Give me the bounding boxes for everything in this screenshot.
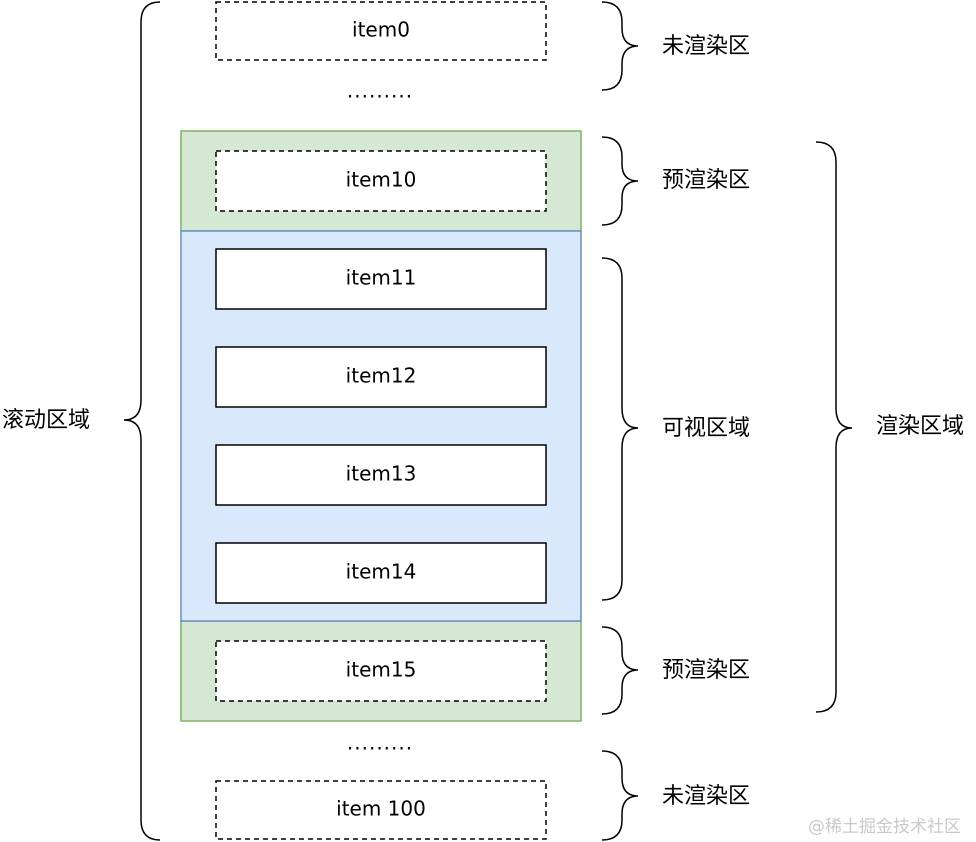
ellipsis-bottom: ......... [347,731,413,755]
item-label: item13 [346,462,417,486]
item-box-item12: item12 [215,346,547,408]
item-box-item11: item11 [215,248,547,310]
ellipsis-top: ......... [347,79,413,103]
brace-prerender-bottom [601,626,639,715]
item-box-item15: item15 [215,640,547,702]
item-label: item 100 [336,797,426,821]
watermark: @稀土掘金技术社区 [808,817,961,837]
label-render-area: 渲染区域 [876,414,964,439]
brace-scroll-area [123,1,161,841]
item-label: item11 [346,266,417,290]
item-label: item14 [346,560,417,584]
item-box-item0: item0 [215,1,547,61]
item-box-item13: item13 [215,444,547,506]
item-label: item0 [352,18,410,42]
item-label: item15 [346,658,417,682]
brace-unrendered-top [601,1,639,91]
item-box-item100: item 100 [215,780,547,840]
label-prerender-top: 预渲染区 [662,168,750,193]
brace-visible-area [601,257,639,601]
brace-render-area [815,141,853,713]
label-scroll-area: 滚动区域 [2,408,90,433]
brace-prerender-top [601,136,639,226]
label-visible-area: 可视区域 [662,416,750,441]
brace-unrendered-bottom [601,750,639,841]
label-unrendered-top: 未渲染区 [662,34,750,59]
item-label: item10 [346,168,417,192]
label-prerender-bottom: 预渲染区 [662,658,750,683]
label-unrendered-bottom: 未渲染区 [662,784,750,809]
item-box-item14: item14 [215,542,547,604]
item-label: item12 [346,364,417,388]
item-box-item10: item10 [215,150,547,212]
